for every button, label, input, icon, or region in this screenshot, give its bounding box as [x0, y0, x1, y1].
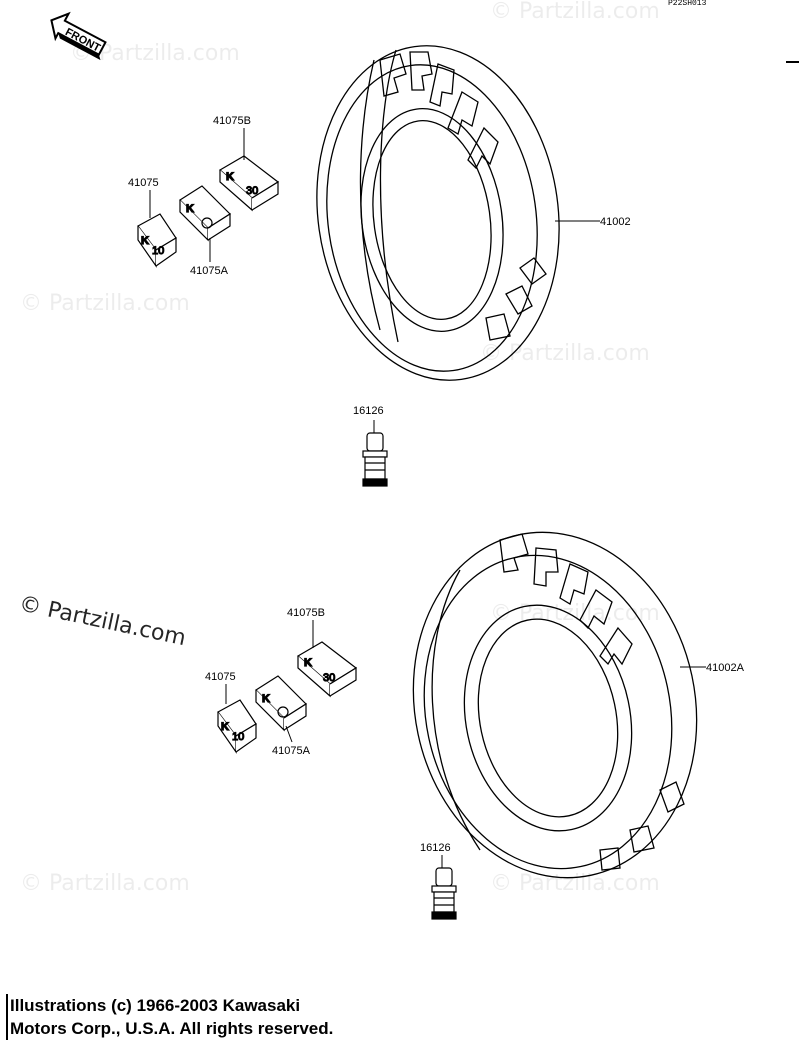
weight-mark-k: K	[226, 171, 234, 183]
weight-mark-k: K	[186, 203, 194, 215]
weight-41075A: K	[179, 185, 231, 242]
weight-41075B-lower: K 30	[296, 641, 358, 698]
tire-41002A	[412, 531, 698, 879]
weight-41075B: K 30	[218, 155, 280, 212]
label-41075A-lower: 41075A	[272, 745, 311, 757]
copyright-line-2: Motors Corp., U.S.A. All rights reserved…	[10, 1019, 334, 1038]
weight-mark-30: 30	[323, 672, 335, 684]
tire-41002	[316, 45, 560, 381]
label-16126-lower: 16126	[420, 842, 451, 854]
weight-mark-k: K	[141, 235, 149, 247]
leader-41075A-lower	[285, 725, 293, 743]
watermark: © Partzilla.com	[490, 601, 660, 626]
watermark: © Partzilla.com	[20, 871, 190, 896]
weight-mark-k: K	[262, 693, 270, 705]
weight-mark-k: K	[304, 657, 312, 669]
watermark: © Partzilla.com	[490, 871, 660, 896]
label-41002: 41002	[600, 216, 631, 228]
front-arrow: FRONT	[50, 11, 107, 61]
label-41075: 41075	[128, 177, 159, 189]
label-41075-lower: 41075	[205, 671, 236, 683]
label-41075A: 41075A	[190, 265, 229, 277]
label-41075B-lower: 41075B	[287, 607, 325, 619]
watermark: © Partzilla.com	[17, 591, 188, 651]
weight-41075A-lower: K	[255, 675, 307, 732]
weight-mark-30: 30	[246, 185, 258, 197]
weight-mark-10: 10	[152, 245, 164, 257]
copyright-line-1: Illustrations (c) 1966-2003 Kawasaki	[10, 996, 301, 1015]
valve-16126-lower	[431, 867, 457, 920]
label-41075B: 41075B	[213, 115, 251, 127]
weight-41075: K 10	[137, 213, 177, 268]
reference-code: P22SH013	[668, 0, 707, 8]
label-41002A: 41002A	[706, 662, 745, 674]
watermark: © Partzilla.com	[480, 341, 650, 366]
watermark: © Partzilla.com	[490, 0, 660, 24]
watermark: © Partzilla.com	[20, 291, 190, 316]
label-16126-upper: 16126	[353, 405, 384, 417]
weight-mark-k: K	[221, 721, 229, 733]
weight-41075-lower: K 10	[217, 699, 257, 754]
valve-16126-upper	[362, 432, 388, 487]
weight-mark-10: 10	[232, 731, 244, 743]
copyright-notice: Illustrations (c) 1966-2003 Kawasaki Mot…	[6, 994, 430, 1040]
